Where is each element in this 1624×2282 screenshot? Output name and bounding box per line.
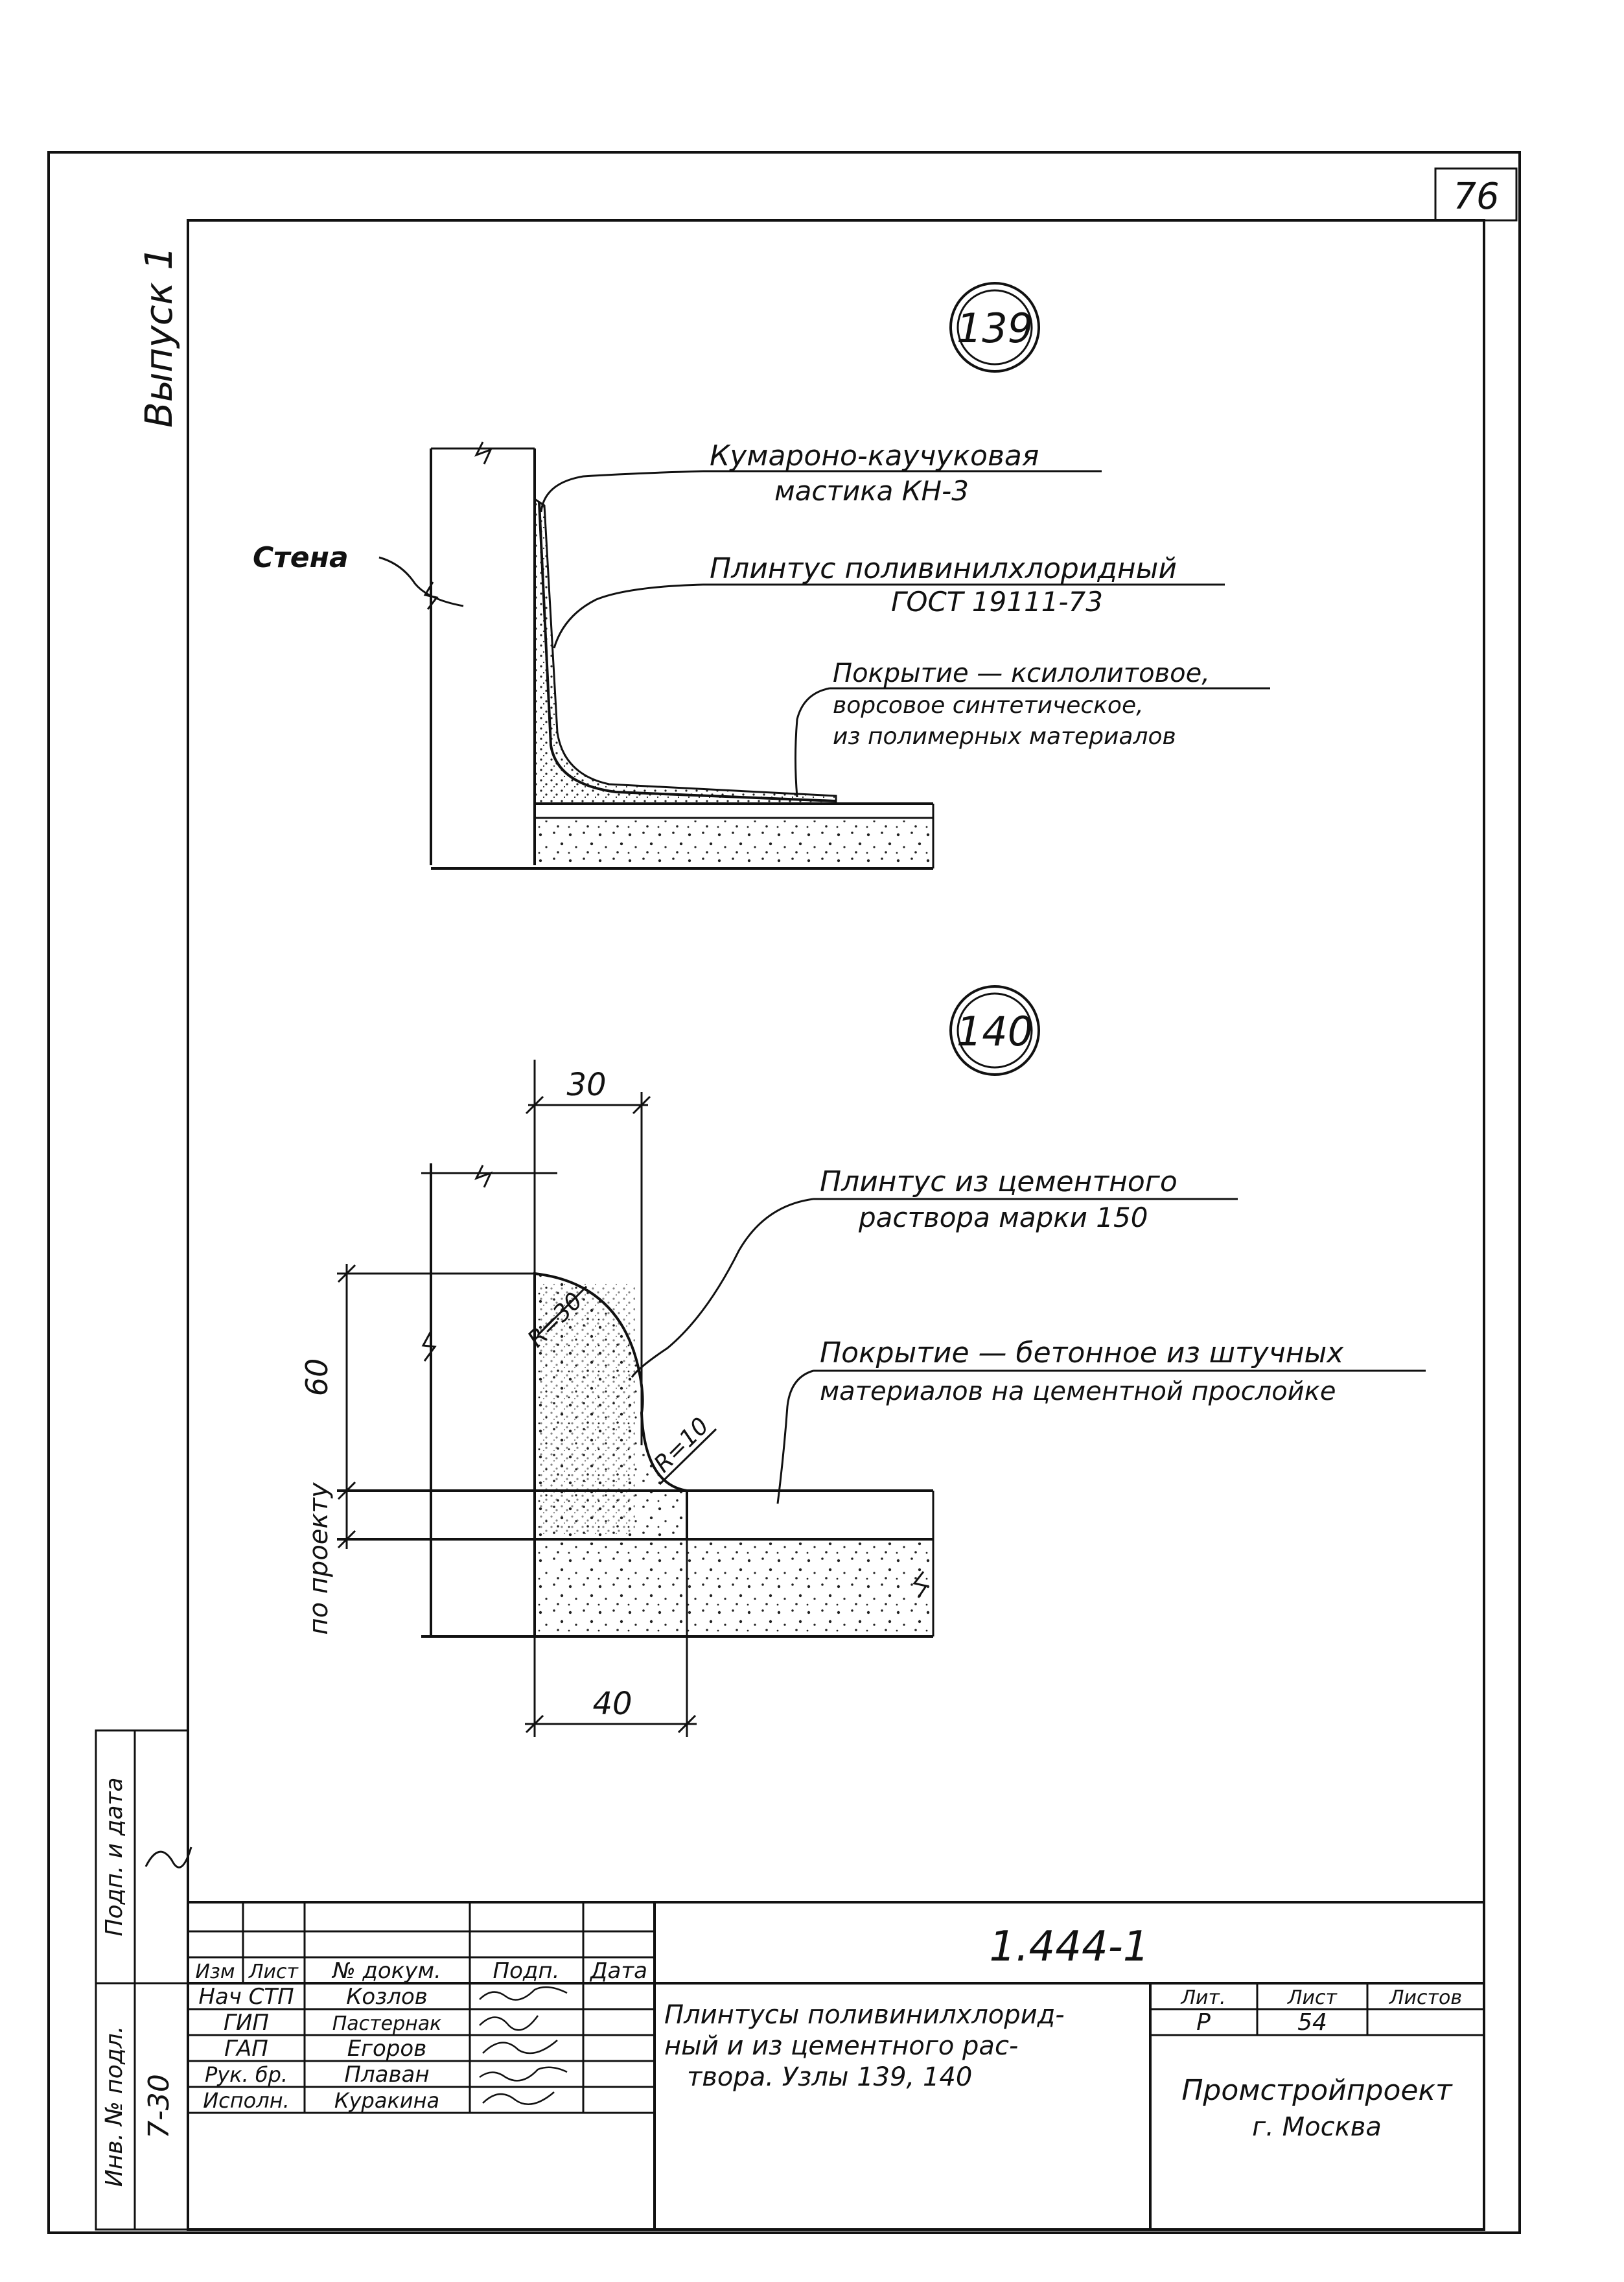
node-139: 139 Стена Кумароно-каучуковая — [253, 282, 1270, 870]
drawing-title-line2: ный и из цементного рас- — [664, 2031, 1018, 2061]
node-140-dim-top: 30 — [566, 1067, 606, 1103]
person-name-0: Козлов — [346, 1984, 428, 2010]
node-139-leader-wall — [378, 556, 464, 607]
node-139-leader-plinth — [553, 583, 704, 649]
node-140: 140 30 — [299, 985, 1426, 1737]
node-139-floor — [431, 802, 934, 870]
node-140-cover-line1: Покрытие — бетонное из штучных — [820, 1336, 1344, 1369]
node-139-cover-line1: Покрытие — ксилолитовое, — [833, 658, 1210, 688]
drawing-title-line1: Плинтусы поливинилхлорид- — [664, 2000, 1065, 2030]
node-140-dim-60 — [337, 1264, 535, 1549]
node-140-leader-plinth — [631, 1198, 814, 1378]
node-140-leader-cover — [776, 1369, 814, 1504]
node-139-wall — [423, 441, 536, 865]
node-139-wall-label: Стена — [253, 541, 349, 574]
node-140-dim-height: 60 — [299, 1358, 334, 1397]
sheets-header: Листов — [1389, 1986, 1462, 2009]
person-role-3: Рук. бр. — [205, 2062, 288, 2087]
stamp-inventory-value: 7-30 — [143, 2074, 176, 2139]
stage-value: Р — [1196, 2009, 1211, 2036]
stage-header: Лит. — [1180, 1986, 1225, 2009]
person-role-1: ГИП — [224, 2010, 269, 2036]
node-139-plinth-line2: ГОСТ 19111-73 — [891, 586, 1103, 618]
node-140-number: 140 — [957, 1008, 1033, 1055]
person-name-1: Пастернак — [332, 2012, 442, 2035]
node-140-radius-10: R=10 — [649, 1413, 714, 1478]
node-139-mastic-line2: мастика КН-3 — [774, 475, 969, 507]
signatures — [479, 1986, 568, 2105]
series-label: Выпуск 1 — [137, 246, 181, 428]
node-139-pvc-plinth — [533, 497, 837, 805]
title-block — [187, 1901, 1485, 2231]
node-140-floor — [337, 1489, 934, 1638]
node-139-number: 139 — [957, 305, 1033, 352]
header-document-number: № докум. — [331, 1958, 441, 1984]
header-change: Изм — [195, 1961, 235, 1983]
node-139-plinth-line1: Плинтус поливинилхлоридный — [710, 552, 1177, 585]
node-140-cover-line2: материалов на цементной прослойке — [820, 1377, 1336, 1406]
stamp-inventory-label: Инв. № подл. — [101, 2026, 128, 2187]
node-139-cover-line3: из полимерных материалов — [833, 723, 1176, 750]
document-code: 1.444-1 — [989, 1923, 1149, 1971]
node-139-leader-cover — [795, 687, 830, 798]
person-name-2: Егоров — [347, 2036, 427, 2062]
node-140-plinth-line1: Плинтус из цементного — [820, 1165, 1177, 1198]
drawing-title-line3: твора. Узлы 139, 140 — [687, 2062, 972, 2092]
person-role-0: Нач СТП — [198, 1984, 294, 2010]
person-role-4: Исполн. — [203, 2088, 290, 2113]
person-role-2: ГАП — [224, 2036, 268, 2062]
node-140-by-project: по проекту — [304, 1482, 334, 1635]
header-date: Дата — [589, 1958, 647, 1984]
stamp-sign-date: Подп. и дата — [101, 1777, 128, 1936]
person-name-3: Плаван — [344, 2062, 429, 2088]
node-140-marker — [949, 985, 1040, 1076]
node-139-marker — [949, 282, 1040, 373]
sheet-header: Лист — [1287, 1986, 1338, 2009]
person-name-4: Куракина — [334, 2088, 439, 2113]
organization-name: Промстройпроект — [1181, 2074, 1453, 2107]
header-signature: Подп. — [493, 1958, 560, 1984]
node-140-dim-bottom: 40 — [592, 1686, 632, 1722]
node-139-cover-line2: ворсовое синтетическое, — [833, 692, 1144, 719]
sheet-value: 54 — [1297, 2009, 1327, 2036]
page-number: 76 — [1453, 176, 1499, 218]
node-139-mastic-line — [538, 502, 837, 802]
node-140-plinth-line2: раствора марки 150 — [858, 1202, 1148, 1233]
node-139-leader-mastic — [540, 470, 704, 513]
header-sheet: Лист — [248, 1961, 299, 1983]
organization-city: г. Москва — [1252, 2112, 1382, 2142]
node-140-dim-40 — [525, 1539, 697, 1737]
node-139-mastic-line1: Кумароно-каучуковая — [710, 439, 1039, 472]
